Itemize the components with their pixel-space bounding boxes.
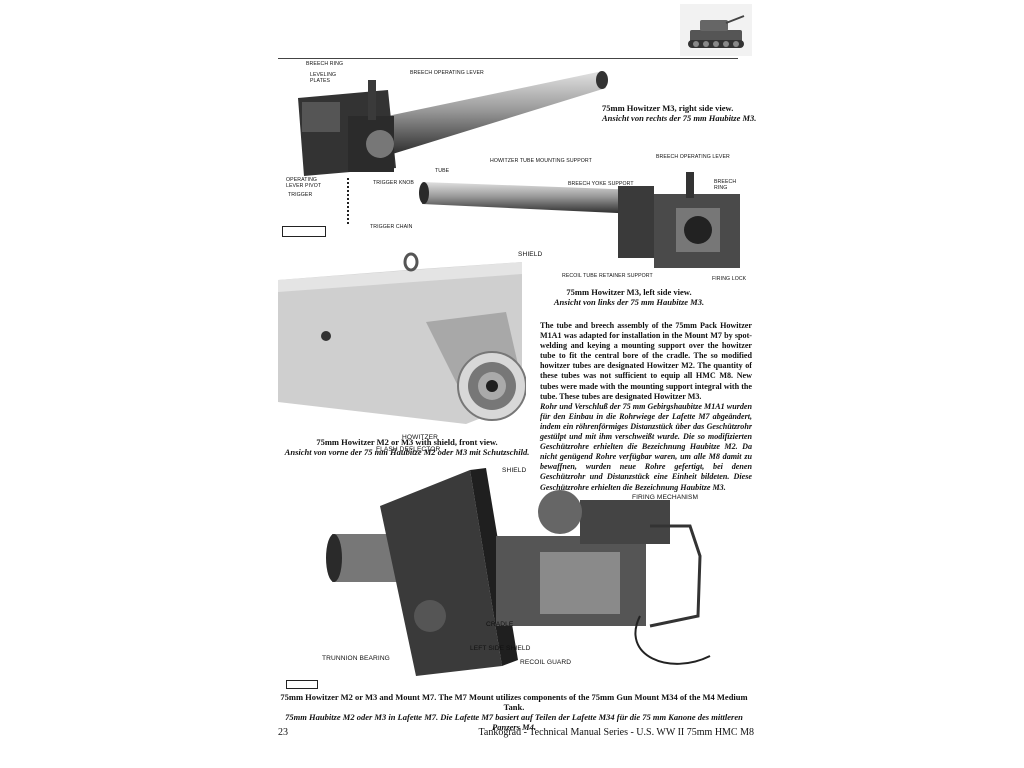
label-recoil-tube-retainer-support: RECOIL TUBE RETAINER SUPPORT (562, 273, 653, 279)
label-firing-lock: FIRING LOCK (712, 276, 747, 282)
label-howitzer-tube-mounting-support: HOWITZER TUBE MOUNTING SUPPORT (490, 158, 592, 164)
label-breech-yoke-support: BREECH YOKE SUPPORT (568, 181, 634, 187)
label-trigger: TRIGGER (288, 192, 313, 198)
caption-fig3-de: Ansicht von vorne der 75 mm Haubitze M2 … (284, 447, 530, 457)
label-shield-2: SHIELD (502, 467, 527, 474)
howitzer-shield-front-photo (278, 252, 526, 424)
caption-fig3: 75mm Howitzer M2 or M3 with shield, fron… (282, 437, 532, 457)
body-text-en: The tube and breech assembly of the 75mm… (540, 321, 752, 401)
scale-bar-icon (282, 226, 326, 237)
label-operating-lever-pivot: OPERATING LEVER PIVOT (286, 177, 322, 189)
label-firing-mechanism: FIRING MECHANISM (632, 494, 699, 501)
caption-fig3-en: 75mm Howitzer M2 or M3 with shield, fron… (316, 437, 498, 447)
caption-fig4: 75mm Howitzer M2 or M3 and Mount M7. The… (280, 692, 748, 732)
caption-fig2-de: Ansicht von links der 75 mm Haubitze M3. (553, 297, 705, 307)
label-trigger-chain: TRIGGER CHAIN (370, 224, 413, 230)
caption-fig1-de: Ansicht von rechts der 75 mm Haubitze M3… (602, 113, 757, 123)
caption-fig2-en: 75mm Howitzer M3, left side view. (566, 287, 692, 297)
caption-fig1-en: 75mm Howitzer M3, right side view. (602, 103, 734, 113)
label-cradle: CRADLE (486, 621, 514, 628)
header-rule (278, 58, 738, 59)
label-left-side-shield: LEFT SIDE SHIELD (470, 645, 531, 652)
howitzer-left-view-photo (419, 172, 740, 268)
howitzer-mount-m7-photo (326, 468, 711, 676)
page-number: 23 (278, 727, 288, 738)
scale-bar-icon-2 (286, 680, 318, 689)
label-breech-operating-lever: BREECH OPERATING LEVER (410, 70, 484, 76)
label-trigger-knob: TRIGGER KNOB (373, 180, 414, 186)
caption-fig2: 75mm Howitzer M3, left side view. Ansich… (544, 287, 714, 307)
body-text: The tube and breech assembly of the 75mm… (540, 321, 752, 493)
label-flash-deflector: FLASH DEFLECTOR (376, 446, 441, 453)
label-breech-ring-2: BREECH RING (714, 179, 737, 191)
body-text-de: Rohr und Verschluß der 75 mm Gebirgshaub… (540, 401, 752, 492)
tank-logo-icon (680, 4, 752, 56)
footer-series-title: Tankograd - Technical Manual Series - U.… (478, 727, 755, 738)
caption-fig1: 75mm Howitzer M3, right side view. Ansic… (602, 103, 762, 123)
label-leveling-plates: LEVELING PLATES (310, 72, 337, 84)
label-tube: TUBE (435, 168, 450, 174)
caption-fig4-de: 75mm Haubitze M2 oder M3 in Lafette M7. … (285, 712, 743, 732)
caption-fig4-en: 75mm Howitzer M2 or M3 and Mount M7. The… (280, 692, 748, 712)
howitzer-right-view-photo (298, 71, 608, 226)
label-howitzer: HOWITZER (402, 434, 438, 441)
label-breech-operating-lever-2: BREECH OPERATING LEVER (656, 154, 730, 160)
label-breech-ring: BREECH RING (306, 61, 344, 67)
label-recoil-guard: RECOIL GUARD (520, 659, 572, 666)
label-shield: SHIELD (518, 251, 543, 258)
label-trunnion-bearing: TRUNNION BEARING (322, 655, 390, 662)
